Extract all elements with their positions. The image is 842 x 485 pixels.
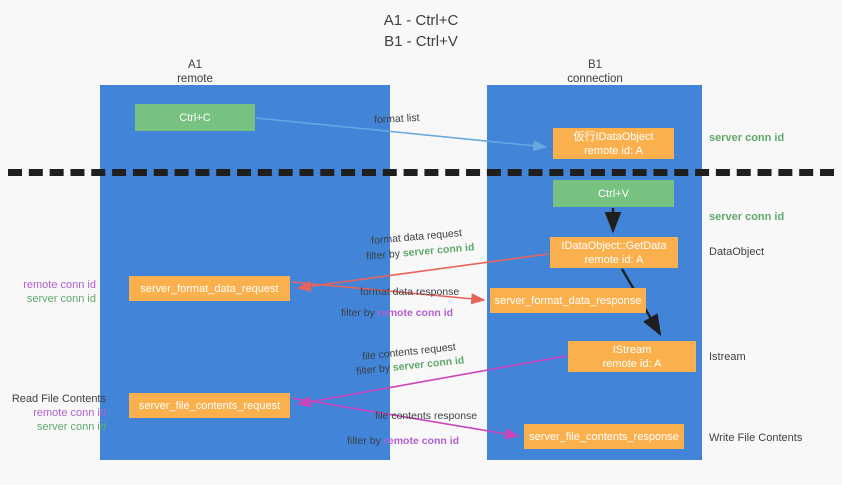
node-idataobject-subtitle: remote id: A (584, 144, 643, 157)
edge-label-format-data-response-filter: filter by remote conn id (341, 306, 453, 320)
annotation-istream: Istream (709, 351, 746, 363)
filter-key-remote-conn-id: remote conn id (383, 435, 460, 447)
node-server-file-contents-request-label: server_file_contents_request (138, 399, 281, 412)
annotation-left-read-file-contents: Read File Contents remote conn id server… (10, 392, 106, 434)
node-server-format-data-response[interactable]: server_format_data_response (490, 288, 646, 313)
edge-label-file-contents-response: file contents response (375, 410, 478, 422)
annotation-remote-conn-id-lower: remote conn id (33, 407, 106, 419)
filter-prefix: filter by (355, 361, 394, 378)
annotation-write-file-contents: Write File Contents (709, 432, 803, 444)
annotation-dataobject: DataObject (709, 246, 765, 258)
annotation-server-conn-id-lower: server conn id (36, 421, 106, 433)
edge-label-format-data-response: format data response (360, 286, 460, 298)
arrow-format-list (255, 117, 548, 152)
node-server-format-data-response-label: server_format_data_response (494, 294, 642, 307)
node-server-file-contents-response-label: server_file_contents_response (529, 430, 679, 443)
arrow-file-contents-response (291, 397, 520, 440)
filter-key-remote-conn-id: remote conn id (377, 307, 454, 319)
page-title: A1 - Ctrl+C B1 - Ctrl+V (0, 10, 842, 52)
node-server-format-data-request-label: server_format_data_request (140, 282, 279, 295)
title-line-2: B1 - Ctrl+V (384, 33, 458, 50)
node-server-format-data-request[interactable]: server_format_data_request (129, 276, 290, 301)
title-line-1: A1 - Ctrl+C (383, 12, 459, 29)
node-server-file-contents-request[interactable]: server_file_contents_request (129, 393, 290, 418)
node-istream[interactable]: IStream remote id: A (568, 341, 696, 372)
annotation-server-conn-id-upper: server conn id (26, 293, 96, 305)
column-b1-name: B1 (587, 59, 603, 71)
node-istream-subtitle: remote id: A (602, 357, 662, 370)
filter-prefix: filter by (365, 247, 404, 263)
edge-label-file-contents-response-filter: filter by remote conn id (347, 434, 459, 448)
edge-label-format-list: format list (373, 111, 420, 127)
annotation-left-conn-ids-upper: remote conn id server conn id (10, 278, 96, 306)
annotation-read-file-contents-heading: Read File Contents (11, 393, 106, 405)
phase-divider (8, 169, 834, 176)
annotation-server-conn-id-top: server conn id (709, 132, 785, 144)
node-getdata-subtitle: remote id: A (584, 253, 644, 266)
column-header-b1: B1 connection (545, 58, 645, 86)
arrow-format-data-request (296, 253, 549, 292)
node-idataobject-title: 仮行IDataObject (573, 130, 654, 143)
node-ctrl-c-label: Ctrl+C (179, 111, 211, 124)
column-a1-name: A1 (187, 59, 203, 71)
filter-prefix: filter by (341, 307, 378, 319)
annotation-server-conn-id-second: server conn id (709, 211, 785, 223)
column-a1-sub: remote (177, 73, 213, 85)
node-idataobject[interactable]: 仮行IDataObject remote id: A (553, 128, 674, 159)
node-ctrl-v[interactable]: Ctrl+V (553, 180, 674, 207)
arrow-format-data-response (291, 281, 486, 305)
node-getdata-title: IDataObject::GetData (561, 239, 667, 252)
column-b1-sub: connection (567, 73, 623, 85)
filter-prefix: filter by (347, 435, 384, 447)
annotation-remote-conn-id-upper: remote conn id (23, 279, 96, 291)
node-ctrl-c[interactable]: Ctrl+C (135, 104, 255, 131)
node-istream-title: IStream (612, 343, 652, 356)
node-idataobject-getdata[interactable]: IDataObject::GetData remote id: A (550, 237, 678, 268)
arrow-file-contents-request (296, 355, 567, 408)
node-server-file-contents-response[interactable]: server_file_contents_response (524, 424, 684, 449)
node-ctrl-v-label: Ctrl+V (598, 187, 629, 200)
column-header-a1: A1 remote (145, 58, 245, 86)
